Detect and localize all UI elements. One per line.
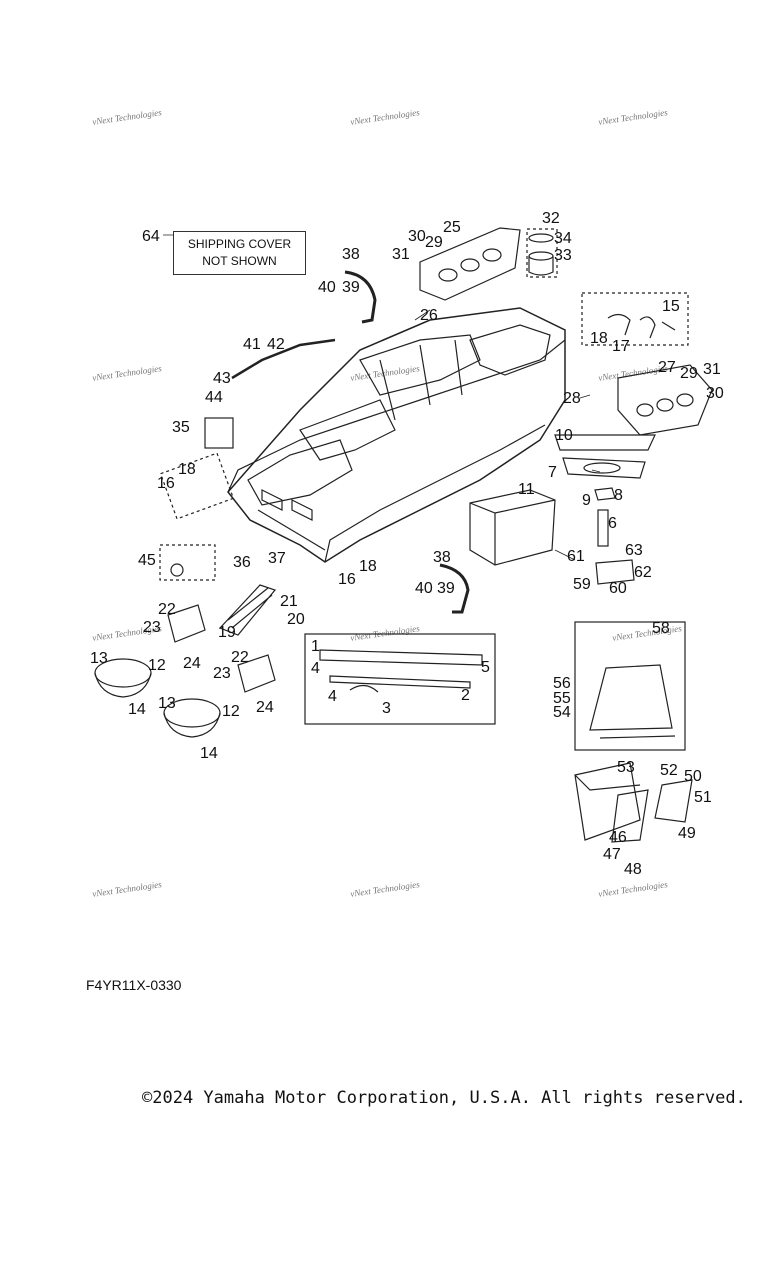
svg-text:17: 17 (612, 338, 630, 355)
svg-text:42: 42 (267, 336, 285, 353)
svg-text:13: 13 (158, 695, 176, 712)
svg-text:44: 44 (205, 389, 223, 406)
svg-text:35: 35 (172, 419, 190, 436)
svg-text:11: 11 (518, 481, 535, 498)
svg-text:3: 3 (382, 700, 391, 717)
svg-text:29: 29 (425, 234, 443, 251)
svg-text:12: 12 (148, 657, 166, 674)
svg-text:47: 47 (603, 846, 621, 863)
svg-text:31: 31 (392, 246, 410, 263)
svg-text:59: 59 (573, 576, 591, 593)
svg-text:4: 4 (328, 688, 337, 705)
svg-text:29: 29 (680, 365, 698, 382)
svg-text:23: 23 (213, 665, 231, 682)
svg-text:25: 25 (443, 219, 461, 236)
svg-text:39: 39 (342, 279, 360, 296)
svg-text:18: 18 (178, 461, 196, 478)
svg-text:50: 50 (684, 768, 702, 785)
copyright-notice: ©2024 Yamaha Motor Corporation, U.S.A. A… (142, 1088, 746, 1108)
svg-text:2: 2 (461, 687, 470, 704)
svg-text:13: 13 (90, 650, 108, 667)
svg-text:54: 54 (553, 704, 571, 721)
svg-text:19: 19 (218, 624, 236, 641)
svg-text:55: 55 (553, 690, 571, 707)
svg-text:46: 46 (609, 829, 627, 846)
svg-text:31: 31 (703, 361, 721, 378)
svg-text:10: 10 (555, 427, 573, 444)
svg-text:6: 6 (608, 515, 617, 532)
svg-text:51: 51 (694, 789, 712, 806)
boat-hull-drawing (227, 307, 566, 563)
svg-text:63: 63 (625, 542, 643, 559)
svg-text:38: 38 (342, 246, 360, 263)
svg-text:22: 22 (158, 601, 176, 618)
diagram-code: F4YR11X-0330 (86, 977, 182, 993)
svg-text:4: 4 (311, 660, 320, 677)
svg-text:8: 8 (614, 487, 623, 504)
svg-text:36: 36 (233, 554, 251, 571)
svg-text:16: 16 (157, 475, 175, 492)
svg-text:40: 40 (415, 580, 433, 597)
svg-text:15: 15 (662, 298, 680, 315)
svg-text:53: 53 (617, 759, 635, 776)
svg-text:60: 60 (609, 580, 627, 597)
svg-text:20: 20 (287, 611, 305, 628)
svg-text:7: 7 (548, 464, 557, 481)
svg-text:48: 48 (624, 861, 642, 878)
svg-text:33: 33 (554, 247, 572, 264)
svg-text:62: 62 (634, 564, 652, 581)
panel-top (419, 227, 521, 301)
panel-right (617, 364, 713, 436)
svg-text:21: 21 (280, 593, 298, 610)
svg-text:45: 45 (138, 552, 156, 569)
shipping-cover-note: SHIPPING COVER NOT SHOWN (173, 231, 306, 275)
svg-text:16: 16 (338, 571, 356, 588)
svg-text:30: 30 (706, 385, 724, 402)
svg-text:37: 37 (268, 550, 286, 567)
svg-text:49: 49 (678, 825, 696, 842)
cooler (469, 489, 556, 566)
svg-text:27: 27 (658, 359, 676, 376)
shipping-note-line-2: NOT SHOWN (202, 254, 277, 268)
svg-text:38: 38 (433, 549, 451, 566)
cup-holder (526, 228, 558, 278)
svg-text:18: 18 (359, 558, 377, 575)
svg-text:5: 5 (481, 659, 490, 676)
svg-text:61: 61 (567, 548, 585, 565)
svg-text:28: 28 (563, 390, 581, 407)
svg-text:43: 43 (213, 370, 231, 387)
svg-text:1: 1 (311, 638, 320, 655)
svg-text:14: 14 (128, 701, 146, 718)
svg-text:39: 39 (437, 580, 455, 597)
svg-text:9: 9 (582, 492, 591, 509)
svg-text:26: 26 (420, 307, 438, 324)
svg-text:40: 40 (318, 279, 336, 296)
svg-text:14: 14 (200, 745, 218, 762)
svg-text:24: 24 (256, 699, 274, 716)
shipping-note-line-1: SHIPPING COVER (187, 237, 292, 251)
svg-text:22: 22 (231, 649, 249, 666)
svg-text:58: 58 (652, 620, 670, 637)
svg-text:30: 30 (408, 228, 426, 245)
svg-text:34: 34 (554, 230, 572, 247)
svg-text:23: 23 (143, 619, 161, 636)
svg-text:56: 56 (553, 675, 571, 692)
svg-text:12: 12 (222, 703, 240, 720)
svg-text:32: 32 (542, 210, 560, 227)
svg-text:41: 41 (243, 336, 261, 353)
svg-text:64: 64 (142, 228, 160, 245)
svg-text:52: 52 (660, 762, 678, 779)
svg-text:18: 18 (590, 330, 608, 347)
svg-text:24: 24 (183, 655, 201, 672)
